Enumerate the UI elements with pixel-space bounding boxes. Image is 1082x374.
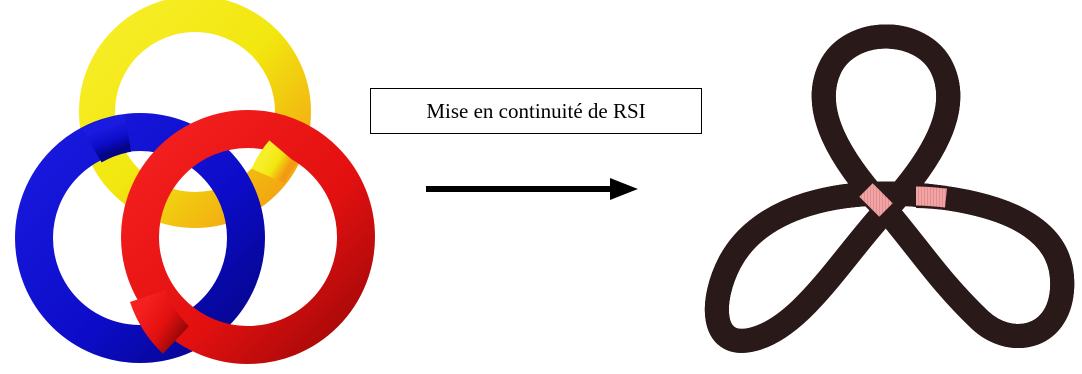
trefoil-knot-icon	[690, 0, 1082, 374]
blue-ring	[15, 113, 265, 363]
yellow-ring	[79, 0, 311, 228]
right-arrow-icon	[426, 178, 638, 200]
borromean-rings-icon	[15, 0, 375, 364]
red-ring	[121, 110, 375, 364]
caption-text: Mise en continuité de RSI	[426, 98, 646, 123]
trefoil-knot-strand	[717, 37, 1062, 341]
caption-box: Mise en continuité de RSI	[370, 88, 702, 134]
